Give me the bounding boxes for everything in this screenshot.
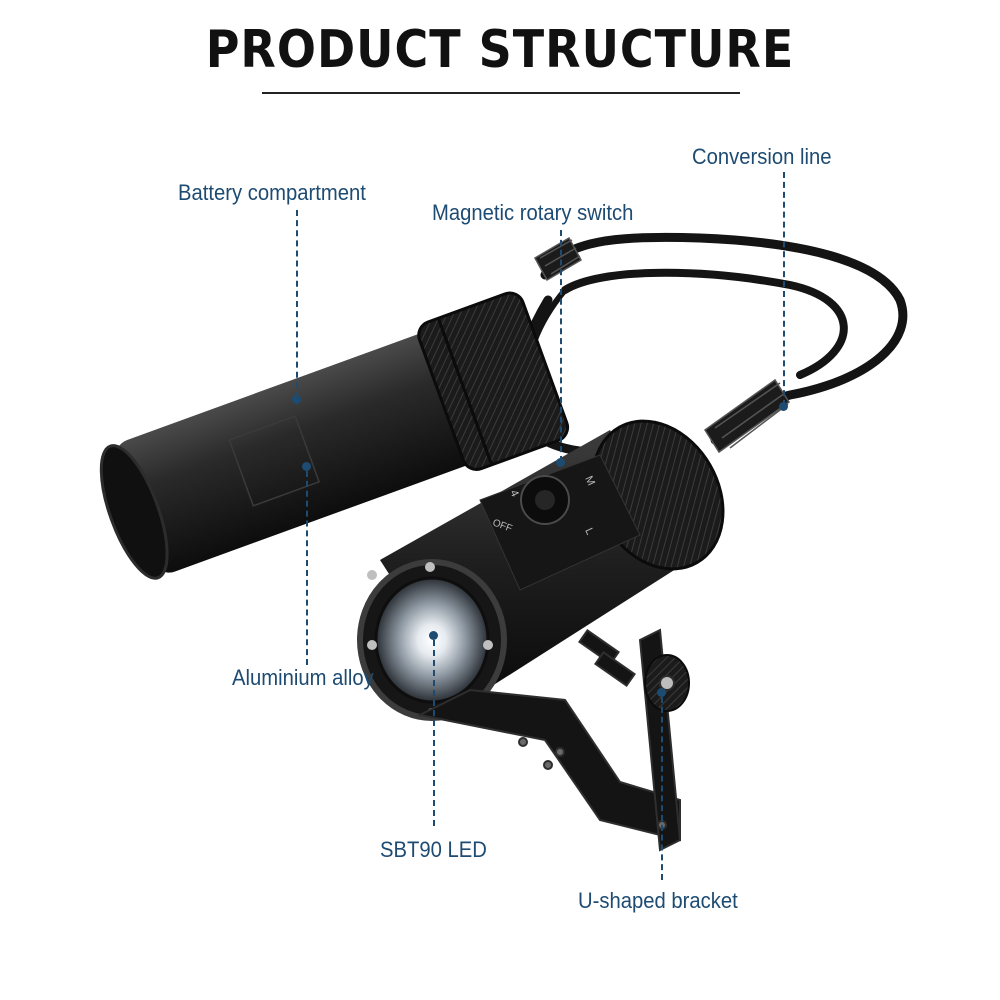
alloy-leader [306,471,308,665]
switch-leader [560,230,562,462]
sbt90-led-label: SBT90 LED [380,837,487,862]
battery-leader [296,210,298,398]
alloy-marker [302,462,311,471]
led-marker [429,631,438,640]
bracket-marker [657,688,666,697]
title-underline [262,92,740,94]
u-shaped-bracket [416,628,690,852]
conversion-leader [783,172,785,406]
lamp-head: M 4 L OFF [357,419,725,721]
switch-marker [556,458,565,467]
battery-compartment-label: Battery compartment [178,180,366,205]
u-shaped-bracket-label: U-shaped bracket [578,888,738,913]
cable [513,232,908,457]
page-title: PRODUCT STRUCTURE [205,18,795,80]
conversion-marker [779,402,788,411]
cable-strain-relief [533,236,791,454]
conversion-line-label: Conversion line [692,144,832,169]
switch-mark-step: 4 [507,488,520,499]
led-leader [433,640,435,826]
switch-mark-l: L [582,526,595,537]
battery-compartment [99,291,570,580]
battery-marker [292,395,301,404]
bracket-leader [661,697,663,880]
magnetic-rotary-switch-label: Magnetic rotary switch [432,200,634,225]
aluminium-alloy-label: Aluminium alloy [232,665,374,690]
